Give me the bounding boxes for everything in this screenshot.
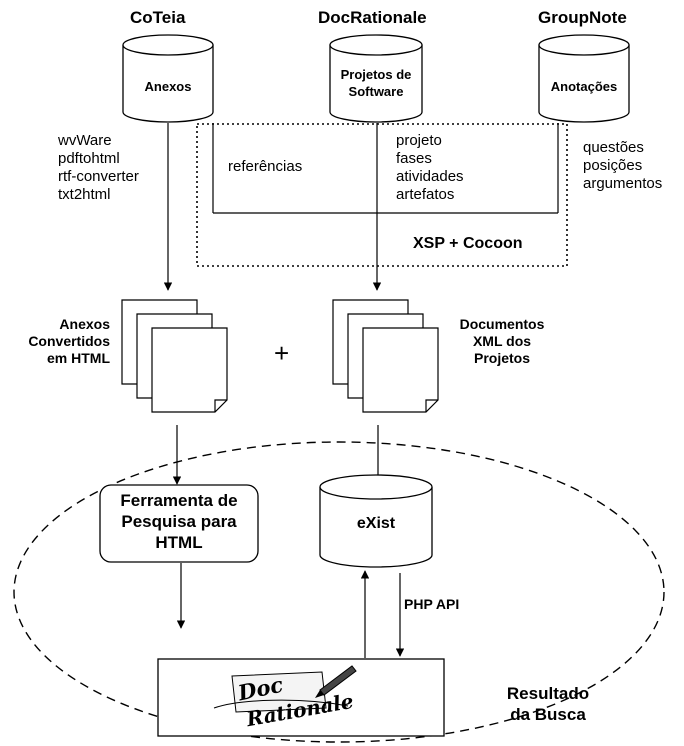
pencil-icon: [319, 665, 357, 696]
project-field: projeto: [396, 132, 442, 149]
flow-arrows: [163, 123, 405, 658]
docrationale-title: DocRationale: [318, 8, 427, 27]
project-field: atividades: [396, 168, 464, 185]
projetos-software-database: [329, 34, 423, 123]
anotacoes-database: [538, 34, 630, 123]
project-field: fases: [396, 150, 432, 167]
converter-item: txt2html: [58, 186, 111, 203]
xsp-cocoon-box: [196, 123, 568, 267]
xsp-cocoon-label: XSP + Cocoon: [413, 235, 523, 252]
anexos-label: Anexos: [144, 79, 192, 94]
project-fields-list: projeto fases atividades artefatos: [396, 132, 464, 204]
result-label: Resultado da Busca: [506, 684, 590, 724]
converter-item: wvWare: [58, 132, 112, 149]
exist-label: eXist: [356, 515, 396, 532]
annotation-fields-list: questões posições argumentos: [583, 139, 662, 193]
plus-sign: +: [274, 338, 290, 368]
search-tool-label: Ferramenta de Pesquisa para HTML: [120, 491, 238, 552]
xml-docs-label: Documentos XML dos Projetos: [459, 316, 545, 366]
xml-documents-stack: [332, 299, 439, 413]
references-label: referências: [228, 158, 303, 175]
exist-database: [319, 474, 433, 568]
annotation-field: questões: [583, 139, 644, 156]
search-result-ellipse: [13, 441, 665, 743]
converted-docs-label: Anexos Convertidos em HTML: [28, 316, 110, 366]
groupnote-title: GroupNote: [538, 8, 627, 27]
search-tool-box: [99, 484, 259, 563]
converter-item: rtf-converter: [58, 168, 139, 185]
annotation-field: argumentos: [583, 175, 663, 192]
projetos-label: Projetos de Software: [340, 67, 412, 99]
converted-documents-stack: [121, 299, 228, 413]
coteia-title: CoTeia: [130, 8, 186, 27]
anotacoes-label: Anotações: [550, 79, 618, 94]
converter-item: pdftohtml: [58, 150, 120, 167]
docrationale-logo: [213, 665, 357, 713]
annotation-field: posições: [583, 157, 643, 174]
php-api-label: PHP API: [404, 596, 460, 612]
connector-lines: [212, 123, 559, 214]
anexos-database: [122, 34, 214, 123]
converter-list: wvWare pdftohtml rtf-converter txt2html: [58, 132, 139, 204]
project-field: artefatos: [396, 186, 455, 203]
